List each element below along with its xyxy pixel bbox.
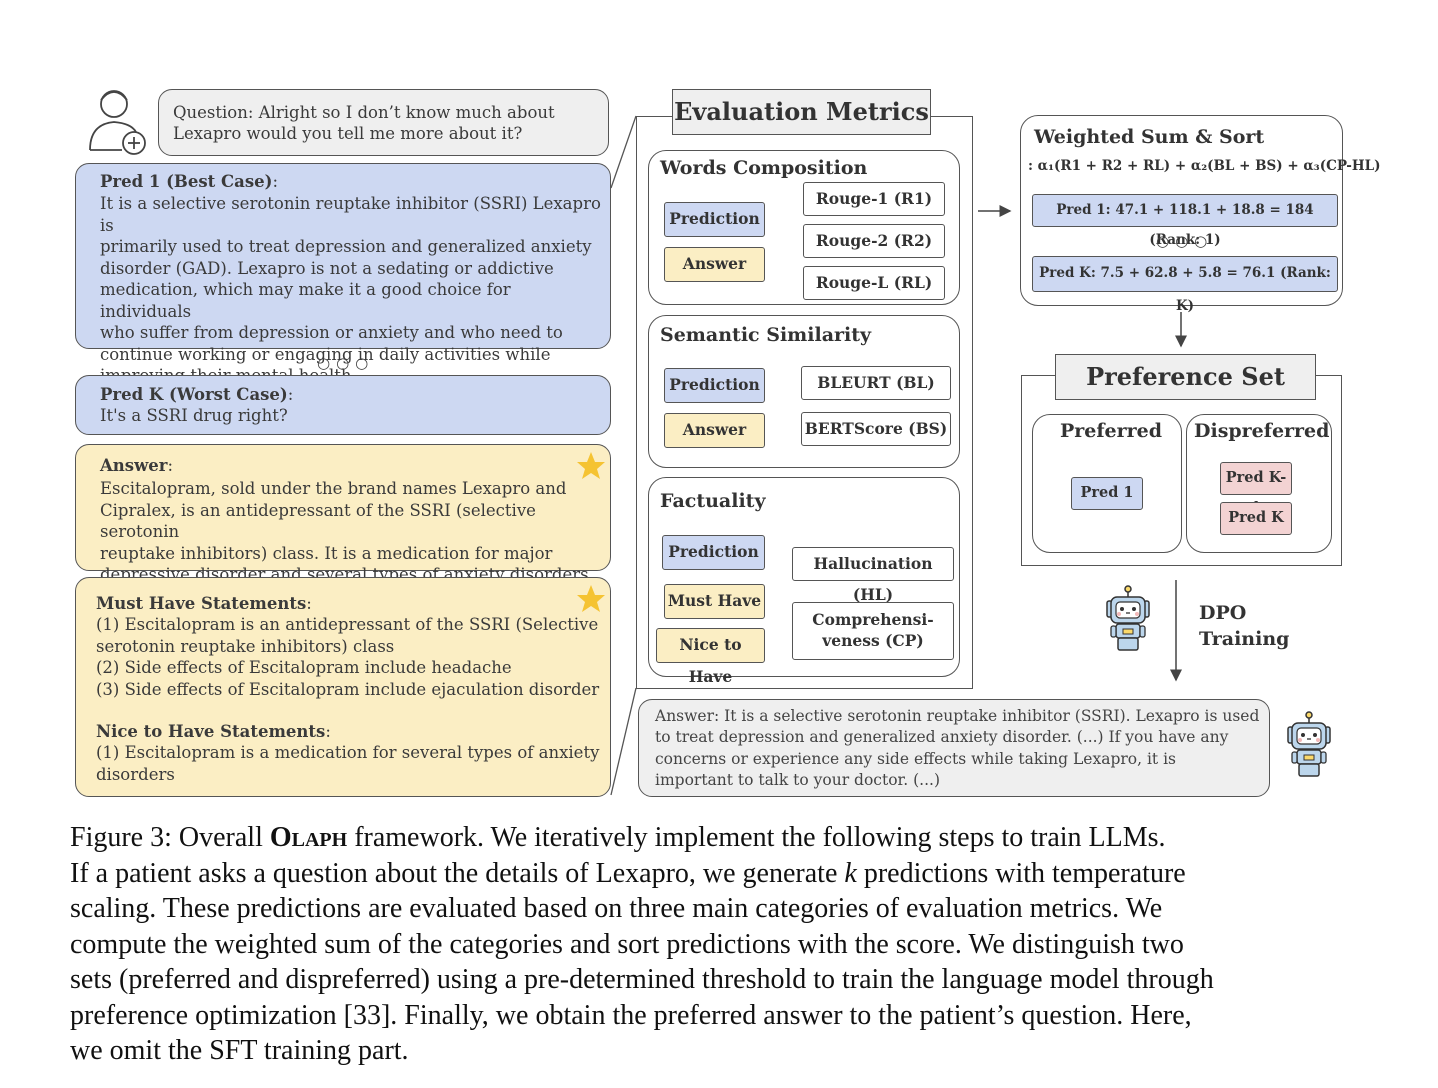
final-answer-line: important to talk to your doctor. (...)	[655, 770, 940, 789]
bertscore-metric: BERTScore (BS)	[801, 412, 951, 446]
dpo-training-label: DPO Training	[1199, 600, 1289, 652]
comprehensiveness-metric: Comprehensi- veness (CP)	[792, 602, 954, 660]
caption-text: framework. We iteratively implement the …	[347, 822, 1166, 853]
must-have-line: (1) Escitalopram is an antidepressant of…	[96, 615, 599, 634]
patient-icon	[89, 90, 146, 155]
nice-to-have-input: Nice to Have	[656, 628, 765, 686]
ellipsis-dots-left: ○○○	[317, 354, 375, 372]
final-answer-bubble: Answer: It is a selective serotonin reup…	[638, 699, 1270, 797]
must-have-text: (1) Escitalopram is an antidepressant of…	[96, 614, 601, 700]
pred1-line: continue working or engaging in daily ac…	[100, 344, 551, 364]
evaluation-metrics-title: Evaluation Metrics	[672, 89, 931, 135]
statements-box: Must Have Statements: (1) Escitalopram i…	[75, 577, 611, 797]
bleurt-metric: BLEURT (BL)	[801, 366, 951, 400]
final-answer-line: concerns or experience any side effects …	[655, 749, 1176, 768]
robot-icon	[1106, 585, 1150, 651]
rouge-2-metric: Rouge-2 (R2)	[803, 224, 945, 258]
prediction-input: Prediction	[664, 368, 765, 403]
pred1-title: Pred 1 (Best Case)	[100, 172, 273, 191]
predk-box: Pred K (Worst Case): It's a SSRI drug ri…	[75, 375, 611, 435]
dispreferred-title: Dispreferred	[1194, 420, 1330, 442]
caption-text: predictions with temperature	[856, 857, 1186, 889]
final-answer-line: to treat depression and generalized anxi…	[655, 728, 1229, 747]
robot-icon	[1287, 711, 1331, 777]
question-bubble: Question: Alright so I don’t know much a…	[158, 89, 609, 156]
comprehensiveness-line: Comprehensi-	[812, 610, 934, 629]
caption-k: k	[844, 857, 857, 889]
dpo-label-line: DPO	[1199, 602, 1247, 624]
answer-input: Answer	[664, 413, 765, 448]
preferred-pred1: Pred 1	[1071, 477, 1143, 510]
weighted-sum-formula: : α₁(R1 + R2 + RL) + α₂(BL + BS) + α₃(CP…	[1028, 158, 1381, 174]
answer-title: Answer	[100, 456, 168, 475]
must-have-line: serotonin reuptake inhibitors) class	[96, 636, 395, 656]
factuality-title: Factuality	[660, 490, 766, 512]
caption-line: we omit the SFT training part.	[70, 1035, 409, 1066]
preferred-title: Preferred	[1060, 420, 1163, 442]
caption-prefix: Figure 3: Overall	[70, 822, 270, 853]
pred1-line: It is a selective serotonin reuptake inh…	[100, 194, 601, 235]
must-have-input: Must Have	[664, 584, 765, 619]
question-line-1: Question: Alright so I don’t know much a…	[173, 103, 555, 122]
prediction-input: Prediction	[664, 202, 765, 237]
must-have-line: (2) Side effects of Escitalopram include…	[96, 658, 512, 677]
framework-name: Olaph	[269, 822, 348, 853]
nice-to-have-line: (1) Escitalopram is a medication for sev…	[96, 743, 600, 762]
must-have-title: Must Have Statements	[96, 594, 307, 613]
predk-text: It's a SSRI drug right?	[100, 406, 288, 425]
pred1-line: primarily used to treat depression and g…	[100, 237, 592, 256]
answer-line: Escitalopram, sold under the brand names…	[100, 479, 567, 498]
figure-caption: Figure 3: Overall Olaph framework. We it…	[70, 820, 1370, 1069]
answer-line: Cipralex, is an antidepressant of the SS…	[100, 500, 536, 542]
star-icon	[577, 585, 605, 612]
pred1-line: who suffer from depression or anxiety an…	[100, 323, 563, 342]
caption-line: If a patient asks a question about the d…	[70, 856, 1370, 892]
caption-line: Figure 3: Overall Olaph framework. We it…	[70, 820, 1370, 856]
dispreferred-predk: Pred K	[1220, 502, 1292, 535]
pred1-line: disorder (GAD). Lexapro is not a sedatin…	[100, 258, 554, 278]
caption-line: preference optimization [33]. Finally, w…	[70, 999, 1192, 1031]
predk-score: Pred K: 7.5 + 62.8 + 5.8 = 76.1 (Rank: K…	[1032, 256, 1338, 314]
nice-to-have-text: (1) Escitalopram is a medication for sev…	[96, 742, 601, 785]
pred1-score: Pred 1: 47.1 + 118.1 + 18.8 = 184 (Rank:…	[1032, 194, 1338, 248]
final-answer-line: Answer: It is a selective serotonin reup…	[655, 707, 1260, 725]
question-line-2: Lexapro would you tell me more about it?	[173, 124, 523, 143]
answer-line: reuptake inhibitors) class. It is a medi…	[100, 543, 553, 563]
ellipsis-dots-scores: ○○○	[1156, 232, 1214, 250]
star-icon	[577, 452, 605, 479]
caption-line: sets (preferred and dispreferred) using …	[70, 964, 1214, 995]
must-have-line: (3) Side effects of Escitalopram include…	[96, 679, 600, 699]
hallucination-metric: Hallucination (HL)	[792, 547, 954, 604]
preference-set-title: Preference Set	[1055, 354, 1316, 400]
comprehensiveness-line: veness (CP)	[822, 631, 924, 650]
nice-to-have-line: disorders	[96, 764, 175, 784]
rouge-1-metric: Rouge-1 (R1)	[803, 182, 945, 216]
semantic-similarity-title: Semantic Similarity	[660, 324, 872, 346]
nice-to-have-title: Nice to Have Statements	[96, 722, 326, 741]
answer-input: Answer	[664, 247, 765, 282]
caption-line: compute the weighted sum of the categori…	[70, 928, 1184, 960]
dispreferred-predk1: Pred K-1	[1220, 462, 1292, 516]
predk-title: Pred K (Worst Case)	[100, 385, 288, 404]
dpo-label-line: Training	[1199, 628, 1290, 650]
weighted-sum-title: Weighted Sum & Sort	[1034, 126, 1265, 148]
rouge-l-metric: Rouge-L (RL)	[803, 266, 945, 300]
final-answer-text: Answer: It is a selective serotonin reup…	[655, 706, 1265, 791]
caption-line: scaling. These predictions are evaluated…	[70, 893, 1163, 924]
words-composition-title: Words Composition	[660, 157, 868, 179]
pred1-line: medication, which may make it a good cho…	[100, 280, 511, 321]
caption-text: If a patient asks a question about the d…	[70, 857, 845, 889]
prediction-input: Prediction	[662, 535, 765, 570]
